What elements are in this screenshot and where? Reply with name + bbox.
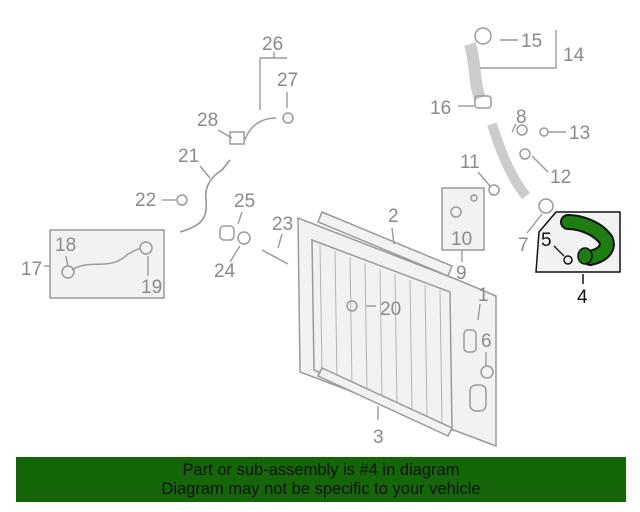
callout-4[interactable]: 4 <box>577 287 588 308</box>
callout-23[interactable]: 23 <box>272 214 293 235</box>
part-4-highlight[interactable] <box>535 211 621 284</box>
callout-15[interactable]: 15 <box>521 31 542 52</box>
info-banner: Part or sub-assembly is #4 in diagram Di… <box>16 457 626 502</box>
callout-26[interactable]: 26 <box>262 34 283 55</box>
callout-21[interactable]: 21 <box>178 146 199 167</box>
callout-20[interactable]: 20 <box>380 299 401 320</box>
banner-line-disclaimer: Diagram may not be specific to your vehi… <box>161 480 481 498</box>
callout-22[interactable]: 22 <box>135 190 156 211</box>
callout-10[interactable]: 10 <box>451 229 472 250</box>
callout-13[interactable]: 13 <box>569 123 590 144</box>
seal-strip-2[interactable] <box>317 211 453 277</box>
callout-18[interactable]: 18 <box>55 235 76 256</box>
callout-3[interactable]: 3 <box>373 427 384 448</box>
callout-9[interactable]: 9 <box>456 263 467 284</box>
callout-7[interactable]: 7 <box>518 235 529 256</box>
callout-12[interactable]: 12 <box>550 167 571 188</box>
callout-28[interactable]: 28 <box>197 110 218 131</box>
callout-8[interactable]: 8 <box>516 107 527 128</box>
callout-labels: 1 2 3 4 5 6 7 8 9 10 11 12 13 14 15 16 1… <box>21 31 590 448</box>
callout-19[interactable]: 19 <box>141 277 162 298</box>
callout-17[interactable]: 17 <box>21 259 42 280</box>
callout-6[interactable]: 6 <box>481 331 492 352</box>
hose-26[interactable] <box>244 117 277 141</box>
seal-strip-3[interactable] <box>316 367 454 437</box>
callout-5[interactable]: 5 <box>541 230 552 251</box>
banner-line-part: Part or sub-assembly is #4 in diagram <box>182 461 460 479</box>
callout-27[interactable]: 27 <box>277 70 298 91</box>
callout-16[interactable]: 16 <box>430 98 451 119</box>
callout-14[interactable]: 14 <box>563 45 585 66</box>
callout-2[interactable]: 2 <box>388 206 399 227</box>
callout-1[interactable]: 1 <box>478 285 489 306</box>
callout-25[interactable]: 25 <box>234 191 255 212</box>
leader-lines <box>44 30 566 420</box>
callout-11[interactable]: 11 <box>460 152 480 173</box>
sub-assembly-9-box[interactable] <box>441 187 485 251</box>
callout-24[interactable]: 24 <box>214 261 236 282</box>
